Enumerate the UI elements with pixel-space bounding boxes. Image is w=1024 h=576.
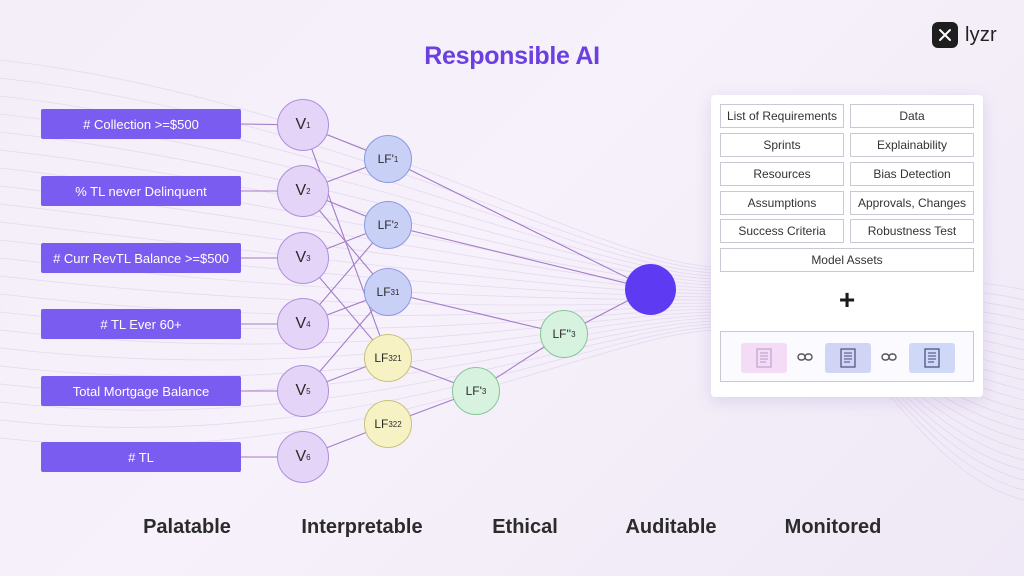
- edge-v1-lf321: [302, 124, 389, 359]
- req-cell-assumptions: Assumptions: [720, 191, 844, 215]
- node-label: LF'': [552, 327, 572, 341]
- node-subscript: 6: [306, 452, 311, 462]
- plus-icon: +: [838, 284, 856, 315]
- req-cell-approvals-changes: Approvals, Changes: [850, 191, 974, 215]
- node-label: V: [295, 116, 307, 133]
- edge-lf2-out: [387, 224, 651, 290]
- pillar-auditable: Auditable: [625, 516, 717, 538]
- node-label: V: [295, 448, 307, 465]
- node-subscript: 2: [393, 220, 399, 230]
- node-subscript: 1: [393, 154, 399, 164]
- page-title: Responsible AI: [424, 42, 600, 70]
- link-icon: [881, 350, 897, 364]
- node-subscript: 4: [306, 319, 311, 329]
- document-icon: [825, 343, 871, 373]
- node-subscript: 322: [388, 419, 402, 429]
- node-label: LF: [374, 351, 389, 365]
- req-cell-list-of-requirements: List of Requirements: [720, 104, 844, 128]
- feature-input-3: # Curr RevTL Balance >=$500: [41, 243, 241, 273]
- node-subscript: 3: [481, 386, 487, 396]
- lf-node-lf3-prime: LF'3: [452, 367, 500, 415]
- node-label: LF': [377, 152, 394, 166]
- brand-name: lyzr: [965, 23, 997, 46]
- lyzr-logo-icon: [932, 22, 958, 48]
- feature-input-6: # TL: [41, 442, 241, 472]
- feature-input-5: Total Mortgage Balance: [41, 376, 241, 406]
- edge-lf31-lf3pp: [387, 291, 565, 335]
- pillar-interpretable: Interpretable: [301, 516, 423, 538]
- background-wave-line: [0, 77, 1024, 491]
- background-wave-line: [0, 59, 1024, 501]
- feature-input-2: % TL never Delinquent: [41, 176, 241, 206]
- node-subscript: 3: [306, 253, 311, 263]
- req-cell-resources: Resources: [720, 162, 844, 186]
- brand-logo: lyzr: [932, 22, 997, 48]
- edge-lf1-out: [387, 158, 651, 290]
- req-cell-bias-detection: Bias Detection: [850, 162, 974, 186]
- req-cell-sprints: Sprints: [720, 133, 844, 157]
- node-label: LF': [377, 218, 394, 232]
- node-label: LF': [465, 384, 482, 398]
- node-label: V: [295, 315, 307, 332]
- feature-input-1: # Collection >=$500: [41, 109, 241, 139]
- requirements-panel: List of Requirements Data Sprints Explai…: [711, 95, 983, 397]
- output-node: [625, 264, 676, 315]
- req-cell-robustness-test: Robustness Test: [850, 219, 974, 243]
- pillar-monitored: Monitored: [784, 516, 882, 538]
- req-cell-explainability: Explainability: [850, 133, 974, 157]
- lf-node-lf1-prime: LF'1: [364, 135, 412, 183]
- node-subscript: 1: [306, 120, 311, 130]
- node-subscript: 5: [306, 386, 311, 396]
- document-icon: [741, 343, 787, 373]
- req-cell-model-assets: Model Assets: [720, 248, 974, 272]
- feature-input-4: # TL Ever 60+: [41, 309, 241, 339]
- node-label: LF: [374, 417, 389, 431]
- pillar-ethical: Ethical: [492, 516, 558, 538]
- lf-node-lf2-prime: LF'2: [364, 201, 412, 249]
- node-label: LF: [376, 285, 391, 299]
- req-cell-data: Data: [850, 104, 974, 128]
- node-subscript: 3: [571, 329, 576, 339]
- node-label: V: [295, 182, 307, 199]
- document-icon: [909, 343, 955, 373]
- link-icon: [797, 350, 813, 364]
- node-subscript: 321: [388, 353, 402, 363]
- lf-node-lf3-double-prime: LF''3: [540, 310, 588, 358]
- node-label: V: [295, 249, 307, 266]
- node-subscript: 31: [390, 287, 400, 297]
- pillar-palatable: Palatable: [143, 516, 231, 538]
- req-cell-success-criteria: Success Criteria: [720, 219, 844, 243]
- node-subscript: 2: [306, 186, 311, 196]
- background-wave-line: [0, 95, 1024, 481]
- document-row: [720, 331, 974, 382]
- node-label: V: [295, 382, 307, 399]
